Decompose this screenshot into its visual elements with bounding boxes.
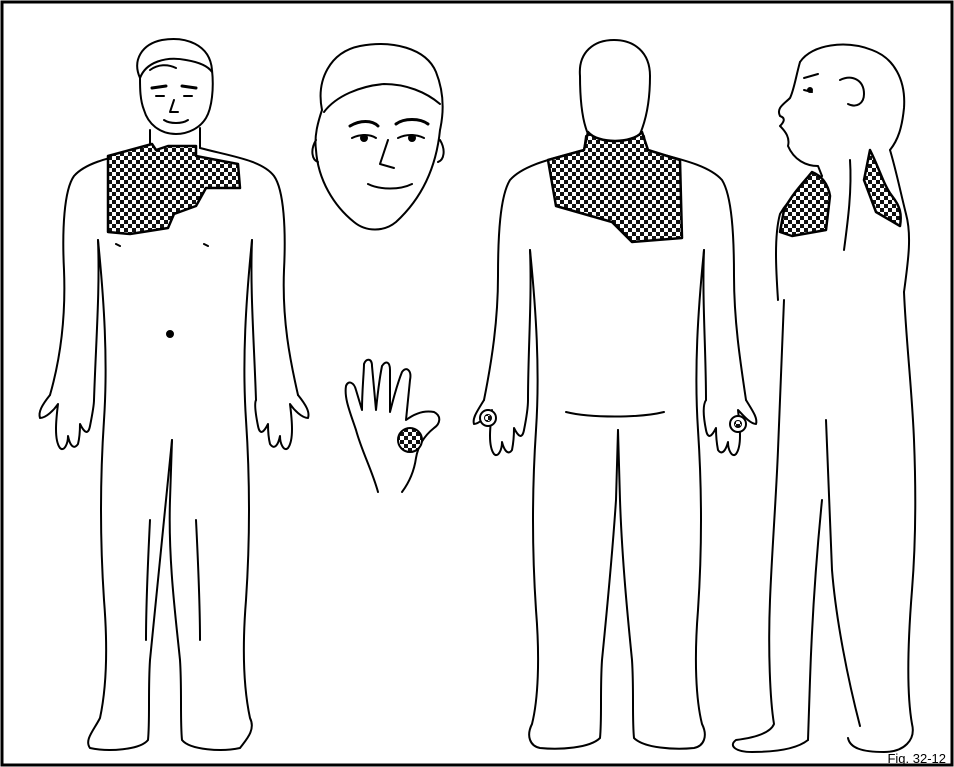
hand-palm-view [346,360,440,492]
figure-label: Fig. 32-12 [887,751,946,766]
side-shaded-region [780,150,901,236]
back-shaded-region [548,132,682,242]
back-right-hand-spot-inner [735,421,742,428]
face-view [312,44,443,229]
front-shaded-region [108,144,240,234]
back-left-hand-spot-inner [485,415,492,422]
hand-palm-spot [398,428,422,452]
side-view-body [733,45,915,752]
